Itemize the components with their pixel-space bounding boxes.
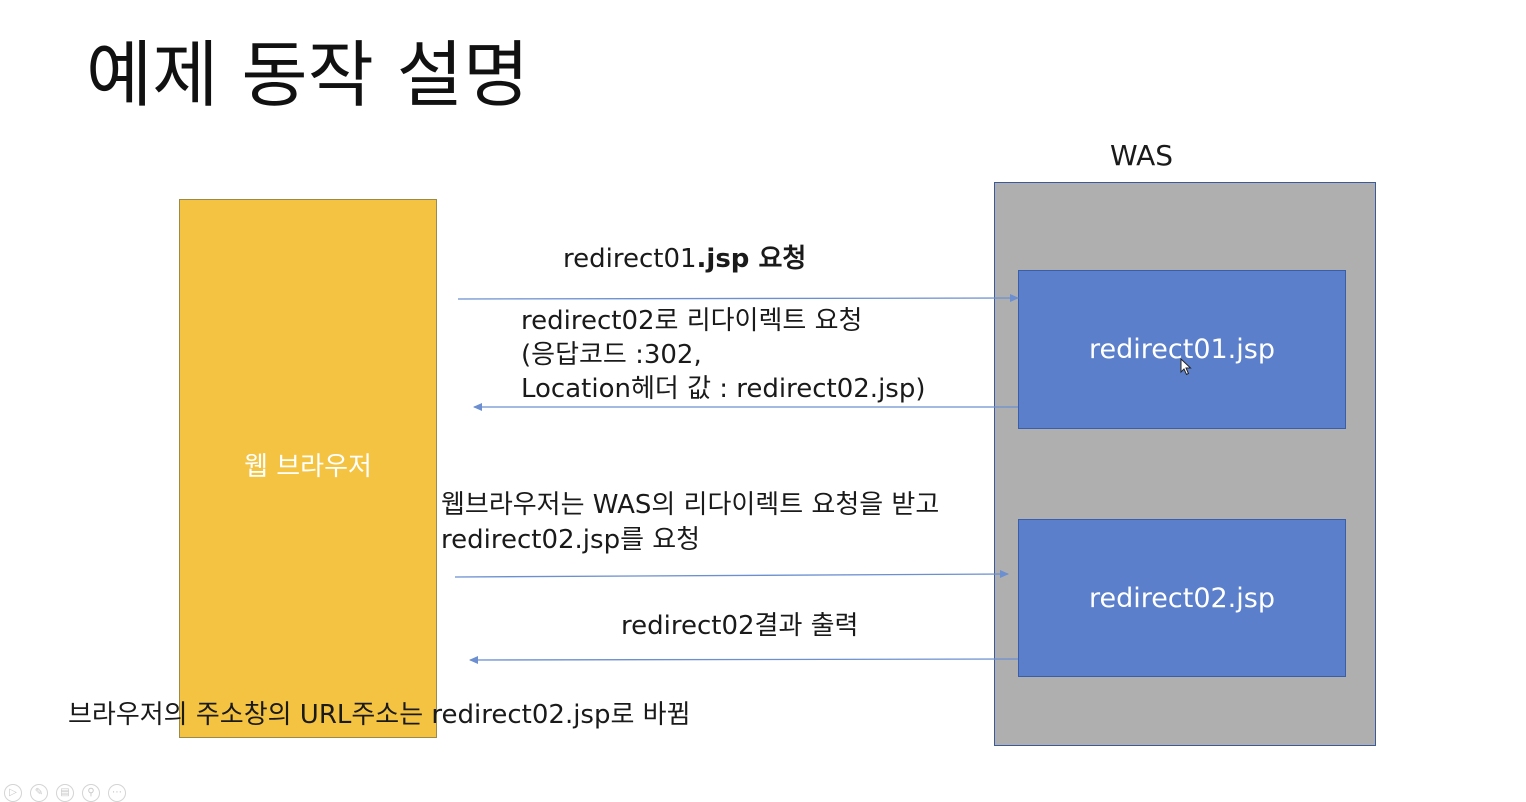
request1-bold: .jsp (696, 244, 750, 274)
redirect-line-2: (응답코드 :302, (521, 340, 702, 370)
request1-suffix: 요청 (749, 244, 807, 274)
request-redirect01-message: redirect01.jsp 요청 (563, 242, 806, 276)
pen-icon[interactable]: ✎ (30, 784, 48, 802)
was-label: WAS (1110, 139, 1174, 172)
redirect02-jsp-label: redirect02.jsp (1089, 582, 1275, 614)
slide-title: 예제 동작 설명 (86, 33, 530, 117)
more-icon[interactable]: ⋯ (108, 784, 126, 802)
redirect01-jsp-box: redirect01.jsp (1018, 270, 1346, 429)
request1-prefix: redirect01 (563, 244, 697, 274)
redirect02-jsp-box: redirect02.jsp (1018, 519, 1346, 677)
zoom-icon[interactable]: ⚲ (82, 784, 100, 802)
redirect-line-1: redirect02로 리다이렉트 요청 (521, 306, 863, 336)
arrow-request-redirect02 (454, 570, 1009, 579)
slideshow-toolbar: ▷ ✎ ▤ ⚲ ⋯ (4, 784, 126, 802)
redirect-line-3: Location헤더 값 : redirect02.jsp) (521, 374, 926, 404)
arrow-request-redirect01 (457, 294, 1019, 303)
arrow-result-response (469, 655, 1019, 664)
slides-icon[interactable]: ▤ (56, 784, 74, 802)
play-icon[interactable]: ▷ (4, 784, 22, 802)
address-bar-note: 브라우저의 주소창의 URL주소는 redirect02.jsp로 바뀜 (68, 700, 691, 730)
web-browser-label: 웹 브라우저 (244, 452, 372, 482)
browser-note-line-2: redirect02.jsp를 요청 (441, 525, 701, 555)
browser-note-line-1: 웹브라우저는 WAS의 리다이렉트 요청을 받고 (441, 490, 940, 520)
web-browser-box (179, 199, 437, 738)
result-output-message: redirect02결과 출력 (621, 611, 859, 641)
mouse-cursor-icon (1180, 358, 1192, 376)
